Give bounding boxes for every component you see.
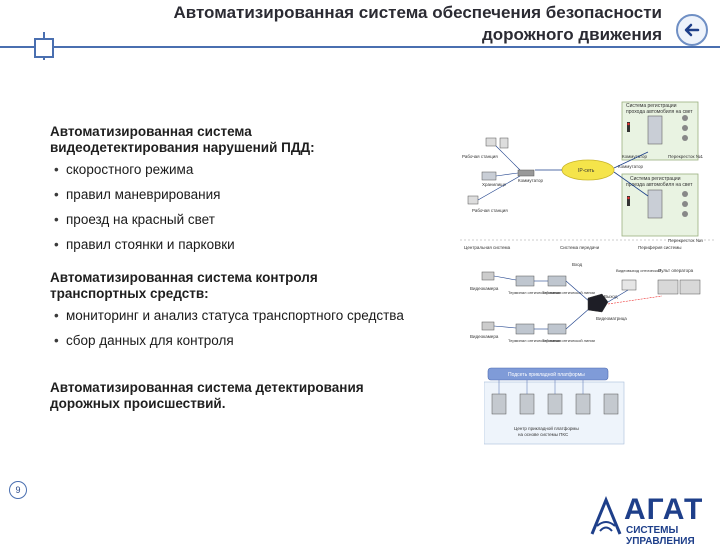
vehicle-control-diagram: Видеокамера Видеокамера Терминал оптичес… [470,262,701,343]
incident-platform-diagram: Подсеть прикладной платформы Центр прикл… [484,367,625,445]
input-label: Вход [572,262,583,267]
optical-terminal-icon [547,323,567,335]
list-item: правил маневрирования [50,187,315,203]
camera-label: Видеокамера [470,334,499,339]
switch-label: Коммутатор [622,154,648,159]
list-item: мониторинг и анализ статуса транспортног… [50,308,404,324]
list-item: правил стоянки и парковки [50,237,315,253]
list-item: проезд на красный свет [50,212,315,228]
agat-emblem-icon [590,496,622,535]
back-button[interactable] [676,14,708,46]
platform-subnet-bar [487,367,609,381]
optical-terminal-icon [547,275,567,287]
workstation-icon [485,137,497,147]
server-icon [491,393,507,415]
violation-network-diagram: Система регистрации прохода автомобиля н… [460,101,715,250]
section-title: Автоматизированная система контроля тран… [50,270,318,301]
terminal-label: Терминал оптической линии [542,290,595,295]
section-title: Автоматизированная система детектировани… [50,380,364,411]
peripheral-system-label: Периферия системы [638,245,682,250]
monitor-icon [621,279,637,291]
switch-label: Коммутатор [518,178,544,183]
arrow-left-icon [684,23,700,37]
header-corner-marker [34,38,54,58]
server-icon [603,393,619,415]
server-icon [519,393,535,415]
switch-icon [517,169,535,177]
server-icon [575,393,591,415]
video-matrix-icon [587,293,609,313]
switch-label: Коммутатор [618,164,644,169]
section-incident-detection: Автоматизированная система детектировани… [50,380,364,412]
server-icon [647,189,663,219]
bullet-list: мониторинг и анализ статуса транспортног… [50,308,404,349]
section-violation-detection: Автоматизированная система видеодетектир… [50,124,315,262]
logo-subtitle: СИСТЕМЫ УПРАВЛЕНИЯ [626,525,695,547]
network-label: IP-сеть [578,168,595,174]
logo-name: АГАТ [624,493,704,526]
crossing-label: Перекресток №1 [668,154,704,159]
camera-icon [682,135,688,141]
central-system-label: Центральная система [464,245,511,250]
video-camera-icon [481,321,495,331]
workstation-icon [467,195,479,205]
reg-system-top-label-2: прохода автомобиля на свет [626,109,693,115]
platform-subnet-label: Подсеть прикладной платформы [508,371,585,378]
page-number: 9 [9,481,27,499]
page-title: Автоматизированная система обеспечения б… [102,2,662,46]
optical-terminal-icon [515,275,535,287]
reg-system-top-label: Система регистрации [626,103,677,109]
monitor-wall-icon [657,279,679,295]
camera-icon [682,211,688,217]
storage-label: Хранилище [482,182,507,187]
section-title: Автоматизированная система видеодетектир… [50,124,315,155]
monitor-wall-icon [679,279,701,295]
camera-label: Видеокамера [470,286,499,291]
traffic-light-icon [627,196,630,206]
terminal-label: Терминал оптической линии [508,290,561,295]
section-vehicle-control: Автоматизированная система контроля тран… [50,270,404,358]
transfer-system-label: Система передачи [560,245,600,250]
terminal-label: Терминал оптической линии [508,338,561,343]
camera-icon [682,191,688,197]
platform-center-label-2: на основе системы ПКС [518,432,569,437]
optical-terminal-icon [515,323,535,335]
list-item: сбор данных для контроля [50,333,404,349]
workstation-label: Рабочая станция [462,154,498,159]
server-icon [647,115,663,145]
output-label: Выход [604,294,618,299]
header-divider [0,46,720,48]
video-camera-icon [481,271,495,281]
workstation-label: Рабочая станция [472,208,508,213]
list-item: скоростного режима [50,162,315,178]
reg-system-bottom-label-2: проезда автомобиля на свет [626,182,693,188]
platform-center-label: Центр прикладной платформы [514,425,579,431]
page-title-line1: Автоматизированная система обеспечения б… [173,3,662,22]
server-icon [547,393,563,415]
page-title-line2: дорожного движения [481,25,662,44]
video-matrix-label: Видеоматрица [596,316,627,321]
operator-console-label: Пульт оператора [658,268,694,273]
storage-icon [481,171,497,181]
video-output-label: Видеовыход оптической [616,268,661,273]
camera-icon [682,201,688,207]
agat-logo: АГАТ СИСТЕМЫ УПРАВЛЕНИЯ [588,493,718,547]
traffic-light-icon [627,122,630,132]
bullet-list: скоростного режима правил маневрирования… [50,162,315,253]
terminal-label: Терминал оптической линии [542,338,595,343]
crossing-label: Перекресток №n [668,238,704,243]
camera-icon [682,115,688,121]
reg-system-bottom-label: Система регистрации [630,176,681,182]
camera-icon [682,125,688,131]
